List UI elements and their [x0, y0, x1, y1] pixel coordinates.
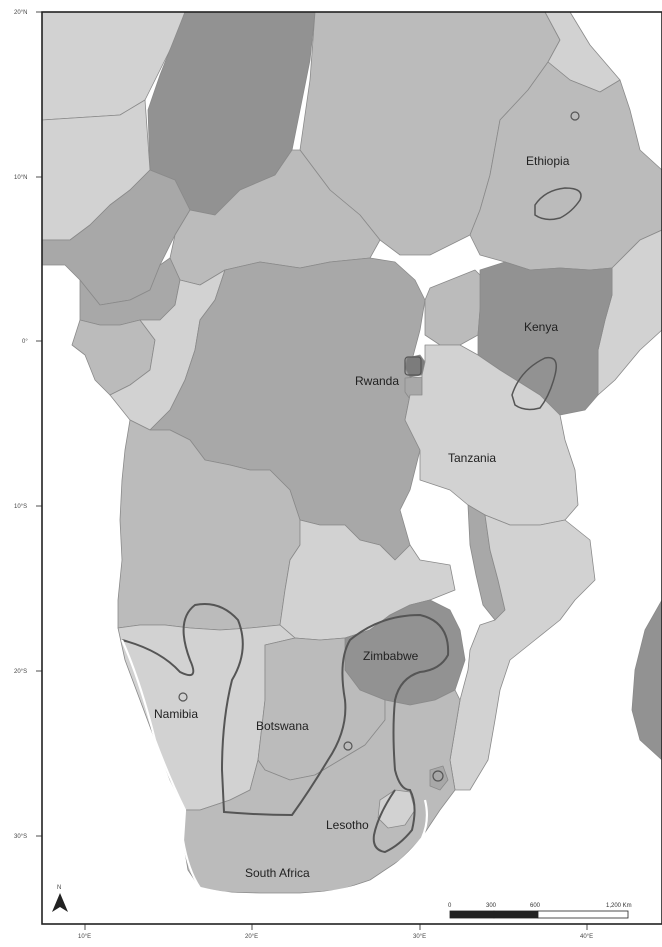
range-botswana-dot	[343, 741, 353, 751]
lat-label: 10°S	[14, 504, 27, 510]
label-kenya: Kenya	[524, 320, 558, 334]
scale-tick-label: 600	[530, 903, 541, 909]
lat-label: 20°N	[14, 10, 27, 16]
latitude-axis: 20°N 10°N 0° 10°S 20°S 30°S	[14, 10, 42, 840]
range-ethiopia-dot	[570, 111, 580, 121]
scale-segment-3	[537, 910, 629, 919]
scale-tick-label: 300	[486, 903, 497, 909]
north-arrow: N	[52, 885, 68, 912]
label-tanzania: Tanzania	[448, 451, 496, 465]
label-namibia: Namibia	[154, 707, 198, 721]
lat-label: 20°S	[14, 669, 27, 675]
label-south-africa: South Africa	[245, 866, 310, 880]
country-south-africa	[182, 689, 461, 894]
label-rwanda: Rwanda	[355, 374, 399, 388]
lon-label: 30°E	[413, 934, 426, 940]
scale-tick-label: 0	[448, 903, 452, 909]
label-botswana: Botswana	[256, 719, 309, 733]
label-zimbabwe: Zimbabwe	[363, 649, 419, 663]
map-frame	[41, 11, 662, 925]
lon-label: 10°E	[78, 934, 91, 940]
lon-label: 40°E	[580, 934, 593, 940]
range-eswatini-dot	[432, 770, 444, 782]
country-labels: Ethiopia Kenya Rwanda Tanzania Zimbabwe …	[154, 154, 570, 880]
label-ethiopia: Ethiopia	[526, 154, 570, 168]
scale-segment-2	[493, 910, 539, 919]
range-southern	[121, 603, 450, 854]
country-madagascar	[631, 599, 662, 761]
lon-label: 20°E	[245, 934, 258, 940]
north-arrow-label: N	[57, 885, 61, 891]
lat-label: 30°S	[14, 834, 27, 840]
lat-label: 10°N	[14, 175, 27, 181]
scale-tick-label: 1,200 Km	[606, 903, 632, 909]
country-mozambique	[449, 514, 596, 791]
range-rwanda	[404, 356, 422, 376]
range-ethiopia	[534, 187, 582, 221]
label-lesotho: Lesotho	[326, 818, 369, 832]
longitude-axis: 10°E 20°E 30°E 40°E	[78, 924, 593, 940]
scale-bar: 0 300 600 1,200 Km	[448, 903, 632, 919]
range-kenya	[511, 356, 557, 411]
lat-label: 0°	[22, 339, 28, 345]
range-coastal-white	[120, 639, 429, 897]
range-outlines	[120, 111, 582, 897]
scale-segment-1	[449, 910, 495, 919]
north-arrow-icon	[52, 893, 68, 912]
range-namibia-dot	[178, 692, 188, 702]
countries	[41, 11, 662, 894]
